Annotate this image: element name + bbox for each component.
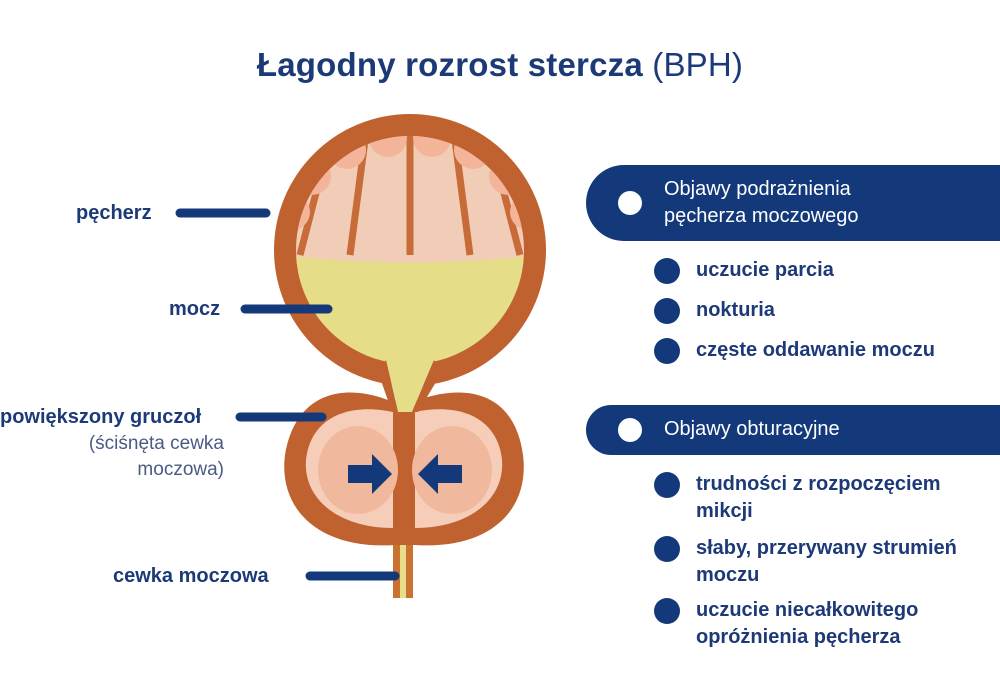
label-gland: powiększony gruczoł [0,406,202,428]
urethra-lumen [400,500,406,598]
list-item-text-cont: mikcji [696,500,753,522]
bullet-icon [654,338,680,364]
bullet-icon [654,536,680,562]
title-abbrev: (BPH) [652,46,744,83]
title-main: Łagodny rozrost stercza [256,46,643,83]
label-gland-note-1: (ściśnęta cewka [88,433,224,454]
group-heading-line1: Objawy obturacyjne [664,418,840,440]
group-heading-obstructive: Objawy obturacyjne [586,405,1000,455]
group-heading-line1: Objawy podrażnienia [664,178,851,200]
urine-neck [386,360,434,412]
bullet-icon [654,298,680,324]
arrow-left-icon [418,454,462,494]
heading-dot-icon [618,191,642,215]
prostate-urethra [398,400,410,530]
bladder-neck-wall-right [412,360,442,412]
list-item-text: uczucie niecałkowitego [696,599,919,621]
label-urethra: cewka moczowa [113,565,269,587]
bullet-icon [654,598,680,624]
label-urine: mocz [169,298,221,320]
bullet-icon [654,472,680,498]
bullet-icon [654,258,680,284]
list-item-text: nokturia [696,299,775,321]
list-item-text-cont: opróżnienia pęcherza [696,626,901,648]
page-title: Łagodny rozrost stercza (BPH) [0,46,1000,84]
list-item-text: częste oddawanie moczu [696,339,935,361]
label-gland-note-2: moczowa) [137,459,224,480]
list-item-text: słaby, przerywany strumień [696,537,957,559]
list-item-text: uczucie parcia [696,259,834,281]
group-heading-line2: pęcherza moczowego [664,205,859,227]
group-heading-irritative: Objawy podrażnienia pęcherza moczowego [586,165,1000,241]
prostate-diagram [175,114,546,598]
list-item-text-cont: moczu [696,564,760,586]
heading-dot-icon [618,418,642,442]
list-item-text: trudności z rozpoczęciem [696,473,941,495]
label-bladder: pęcherz [76,202,152,224]
arrow-right-icon [348,454,392,494]
bladder-neck-wall-left [378,360,398,412]
